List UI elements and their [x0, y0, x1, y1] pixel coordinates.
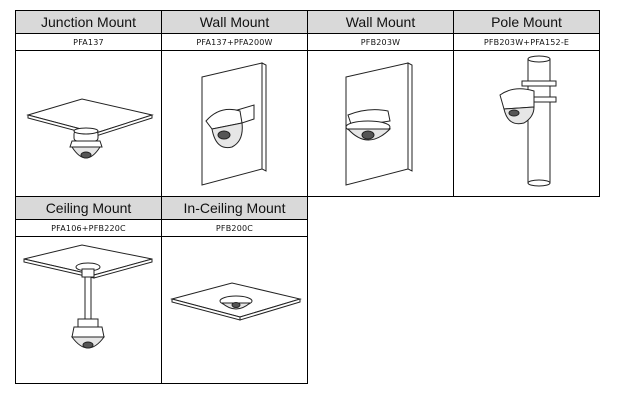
mount-cell-in-ceiling: In-Ceiling Mount PFB200C: [161, 196, 308, 384]
mount-table: Junction Mount PFA137: [15, 10, 605, 384]
mount-title: In-Ceiling Mount: [162, 197, 307, 220]
mount-row-1: Junction Mount PFA137: [15, 10, 605, 197]
mount-cell-ceiling: Ceiling Mount PFA106+PFB220C: [15, 196, 162, 384]
mount-model: PFB200C: [162, 220, 307, 237]
mount-model: PFA137+PFA200W: [162, 34, 307, 51]
junction-mount-illustration-icon: [26, 98, 154, 159]
mount-model: PFB203W+PFA152-E: [454, 34, 599, 51]
pole-mount-illustration-icon: [499, 55, 557, 187]
mount-cell-wall-2: Wall Mount PFB203W: [307, 10, 454, 197]
mount-cell-wall-1: Wall Mount PFA137+PFA200W: [161, 10, 308, 197]
mount-model: PFA137: [16, 34, 161, 51]
mount-title: Wall Mount: [308, 11, 453, 34]
wall-mount-illustration-icon: [345, 62, 413, 186]
wall-mount-illustration-icon: [201, 62, 267, 186]
mount-title: Junction Mount: [16, 11, 161, 34]
mount-cell-pole: Pole Mount PFB203W+PFA152-E: [453, 10, 600, 197]
mount-title: Wall Mount: [162, 11, 307, 34]
mount-model: PFA106+PFB220C: [16, 220, 161, 237]
mount-cell-junction: Junction Mount PFA137: [15, 10, 162, 197]
mount-title: Ceiling Mount: [16, 197, 161, 220]
ceiling-mount-illustration-icon: [23, 244, 153, 349]
mount-model: PFB203W: [308, 34, 453, 51]
mount-row-2: Ceiling Mount PFA106+PFB220C: [15, 196, 605, 384]
in-ceiling-mount-illustration-icon: [170, 282, 302, 321]
mount-title: Pole Mount: [454, 11, 599, 34]
